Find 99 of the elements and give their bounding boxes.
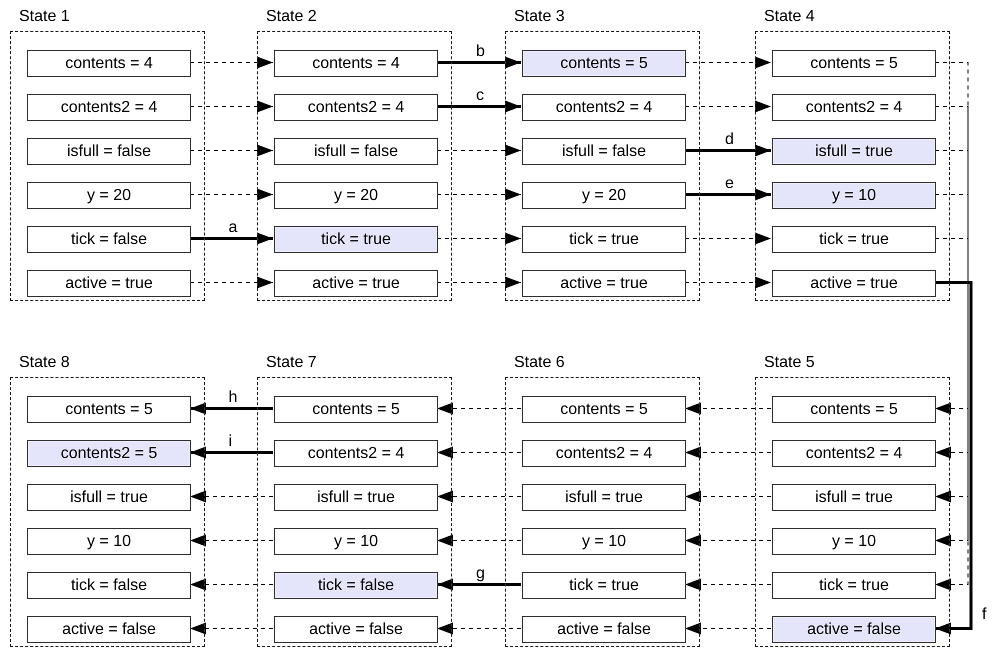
variable-box: isfull = true [27,484,191,511]
variable-box: y = 10 [27,528,191,555]
variable-box: y = 10 [522,528,686,555]
variable-box: tick = true [522,226,686,253]
variable-box: contents2 = 4 [772,440,936,467]
variable-box: tick = true [772,226,936,253]
arrow [436,144,522,156]
arrow [684,232,772,244]
arrow [684,534,772,546]
arrow [684,622,772,634]
variable-box: contents = 4 [27,50,191,77]
variable-box: contents = 5 [27,396,191,423]
state-heading: State 5 [764,354,815,372]
variable-box: active = true [274,270,438,297]
variable-box: tick = false [27,572,191,599]
variable-box: active = true [772,270,936,297]
variable-box: active = true [522,270,686,297]
arrow [934,194,968,546]
variable-box: y = 10 [772,528,936,555]
arrow [190,446,273,458]
variable-box: contents2 = 4 [522,440,686,467]
state-heading: State 4 [764,8,815,26]
arrow [190,188,274,200]
variable-box: contents = 5 [772,396,936,423]
arrow [190,622,274,634]
variable-box: contents2 = 4 [27,94,191,121]
variable-box: active = false [772,616,936,643]
variable-box: tick = true [274,226,438,253]
variable-box: isfull = false [27,138,191,165]
variable-box: y = 10 [772,182,936,209]
variable-box: active = false [27,616,191,643]
arrow [934,62,968,414]
arrow [437,56,521,68]
arrow [684,446,772,458]
arrow [437,578,521,590]
variable-box: tick = false [27,226,191,253]
variable-box: contents2 = 4 [274,94,438,121]
arrow [190,56,274,68]
variable-box: contents = 5 [274,396,438,423]
variable-box: tick = true [522,572,686,599]
variable-box: contents2 = 5 [27,440,191,467]
variable-box: isfull = false [274,138,438,165]
edge-label: b [475,44,486,60]
arrow [684,402,772,414]
variable-box: isfull = true [772,138,936,165]
variable-box: y = 20 [522,182,686,209]
arrow [436,276,522,288]
arrow [436,402,522,414]
arrow [190,534,274,546]
state-heading: State 1 [19,8,70,26]
variable-box: contents = 5 [772,50,936,77]
state-heading: State 2 [266,8,317,26]
arrow [935,281,972,634]
arrow [190,144,274,156]
arrow [934,106,968,458]
variable-box: isfull = true [522,484,686,511]
arrow [684,490,772,502]
state-heading: State 8 [19,354,70,372]
arrow [684,578,772,590]
variable-box: isfull = true [274,484,438,511]
variable-box: contents2 = 4 [772,94,936,121]
arrow [190,276,274,288]
arrow [190,232,273,244]
state-heading: State 7 [266,354,317,372]
arrow [685,188,771,200]
edge-label: d [724,132,735,148]
variable-box: tick = false [274,572,438,599]
arrow [190,100,274,112]
arrow [436,232,522,244]
arrow [436,446,522,458]
arrow [436,534,522,546]
arrow [684,276,772,288]
arrow [436,622,522,634]
variable-box: active = false [522,616,686,643]
arrow [934,238,968,590]
arrow [190,402,273,414]
arrow [684,100,772,112]
variable-box: contents = 5 [522,50,686,77]
state-heading: State 3 [514,8,565,26]
arrow [437,100,521,112]
variable-box: isfull = false [522,138,686,165]
state-heading: State 6 [514,354,565,372]
variable-box: contents = 4 [274,50,438,77]
variable-box: y = 20 [274,182,438,209]
arrow [934,150,968,502]
arrow [436,188,522,200]
arrow [685,144,771,156]
variable-box: y = 10 [274,528,438,555]
variable-box: active = true [27,270,191,297]
variable-box: isfull = true [772,484,936,511]
variable-box: y = 20 [27,182,191,209]
arrow [190,578,274,590]
arrow [684,56,772,68]
variable-box: tick = true [772,572,936,599]
variable-box: contents2 = 4 [522,94,686,121]
variable-box: active = false [274,616,438,643]
arrow [436,490,522,502]
variable-box: contents2 = 4 [274,440,438,467]
variable-box: contents = 5 [522,396,686,423]
